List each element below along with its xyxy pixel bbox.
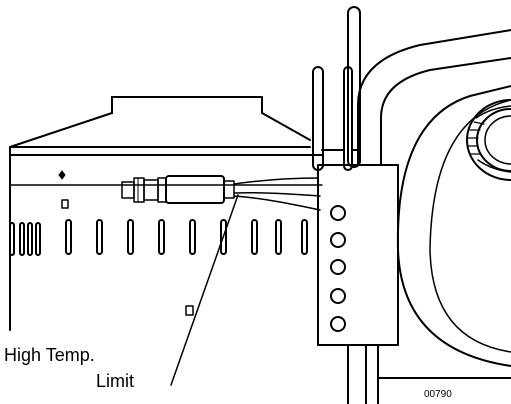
callout-leader xyxy=(170,194,239,386)
junction-box xyxy=(317,164,399,346)
pump-housing xyxy=(396,85,511,367)
callout-label-line1: High Temp. xyxy=(4,345,95,365)
vertical-pipes xyxy=(312,6,361,171)
figure-number: 00790 xyxy=(424,389,452,400)
tank-lid xyxy=(9,96,323,156)
support-legs xyxy=(347,344,511,404)
curved-pipe xyxy=(357,29,511,166)
high-temp-limit-sensor xyxy=(121,175,235,204)
sensor-wires xyxy=(233,177,321,211)
cap-ridges xyxy=(467,121,485,155)
callout-label-line2: Limit xyxy=(96,371,135,391)
vent-slots xyxy=(9,219,308,256)
